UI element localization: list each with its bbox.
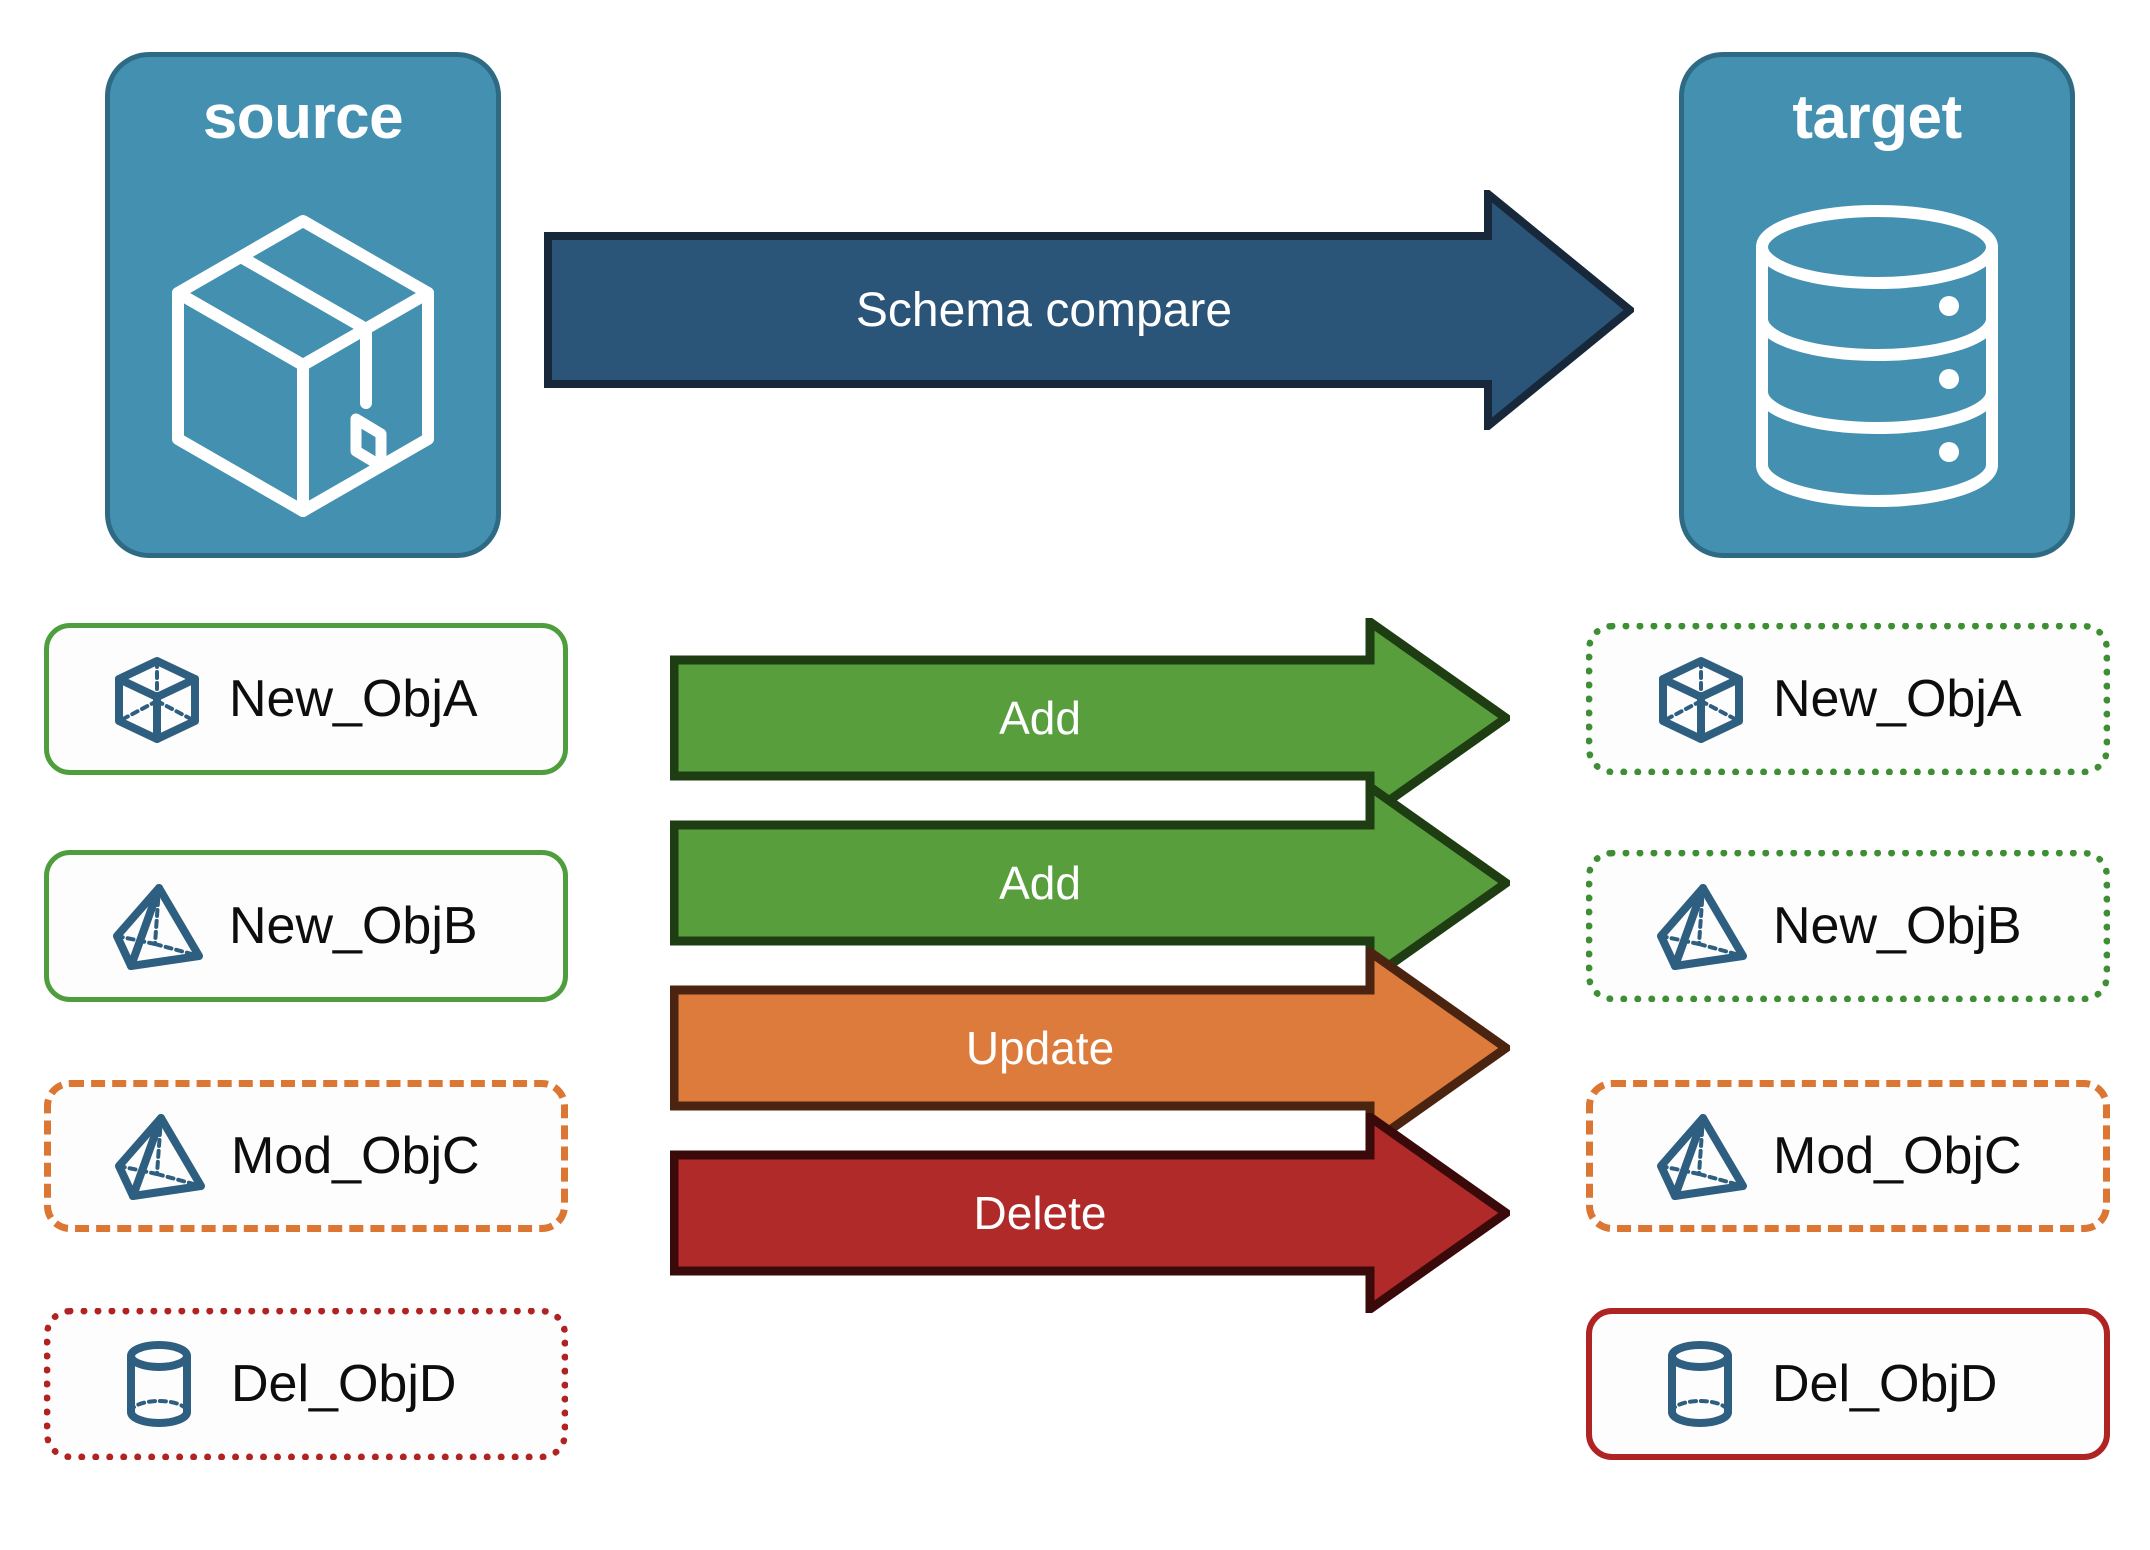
wireframe-cylinder-icon: [1652, 1336, 1748, 1432]
target-object-label: Mod_ObjC: [1773, 1127, 2022, 1185]
source-object-box-del-objd[interactable]: Del_ObjD: [44, 1308, 568, 1460]
action-arrow-delete[interactable]: Delete: [669, 1108, 1514, 1318]
wireframe-cube-icon: [109, 651, 205, 747]
wireframe-pyramid-icon: [1653, 878, 1749, 974]
target-object-box-mod-objc[interactable]: Mod_ObjC: [1586, 1080, 2110, 1232]
source-object-label: Mod_ObjC: [231, 1127, 480, 1185]
source-object-box-new-obja[interactable]: New_ObjA: [44, 623, 568, 775]
wireframe-pyramid-icon: [109, 878, 205, 974]
source-object-box-new-objb[interactable]: New_ObjB: [44, 850, 568, 1002]
source-object-label: New_ObjA: [229, 670, 478, 728]
schema-compare-arrow[interactable]: Schema compare: [544, 185, 1637, 435]
source-panel[interactable]: source: [105, 52, 501, 558]
database-cylinder-icon: [1742, 159, 2012, 553]
target-object-box-new-obja[interactable]: New_ObjA: [1586, 623, 2110, 775]
target-object-label: New_ObjB: [1773, 897, 2022, 955]
target-panel-title: target: [1792, 83, 1962, 152]
package-box-icon: [153, 159, 453, 553]
wireframe-pyramid-icon: [1653, 1108, 1749, 1204]
source-object-box-mod-objc[interactable]: Mod_ObjC: [44, 1080, 568, 1232]
source-panel-title: source: [202, 83, 404, 152]
source-object-label: Del_ObjD: [231, 1355, 457, 1413]
target-panel[interactable]: target: [1679, 52, 2075, 558]
target-object-box-new-objb[interactable]: New_ObjB: [1586, 850, 2110, 1002]
target-object-label: New_ObjA: [1773, 670, 2022, 728]
target-object-box-del-objd[interactable]: Del_ObjD: [1586, 1308, 2110, 1460]
wireframe-pyramid-icon: [111, 1108, 207, 1204]
source-object-label: New_ObjB: [229, 897, 478, 955]
wireframe-cylinder-icon: [111, 1336, 207, 1432]
wireframe-cube-icon: [1653, 651, 1749, 747]
target-object-label: Del_ObjD: [1772, 1355, 1998, 1413]
